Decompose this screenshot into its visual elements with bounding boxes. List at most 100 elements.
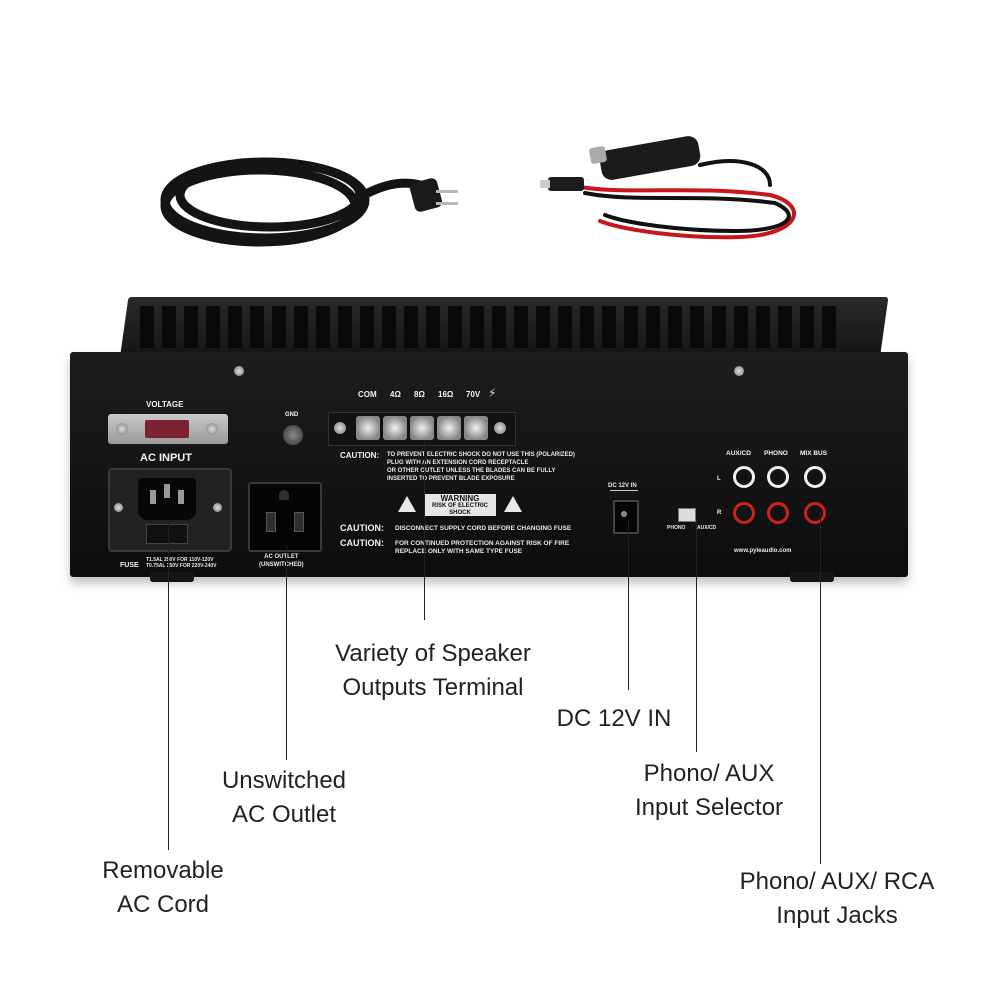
caution-label-2: CAUTION: — [340, 523, 384, 533]
ac-input-label: AC INPUT — [140, 452, 192, 464]
callout-dc-in: DC 12V IN — [556, 705, 672, 732]
ventilation-slots — [140, 306, 840, 348]
callout-line: Input Selector — [634, 794, 784, 821]
rca-jack-mixbus-left[interactable] — [804, 466, 826, 488]
caution-text-3: FOR CONTINUED PROTECTION AGAINST RISK OF… — [395, 540, 569, 556]
callout-input-jacks: Phono/ AUX/ RCA Input Jacks — [724, 865, 950, 933]
selector-phono-label: PHONO — [667, 525, 686, 531]
callout-input-selector: Phono/ AUX Input Selector — [616, 757, 802, 825]
rca-left-label: L — [717, 476, 721, 482]
socket-screw — [213, 503, 222, 512]
terminal-label-70v: 70V — [466, 390, 481, 399]
caution-text-2: DISCONNECT SUPPLY CORD BEFORE CHANGING F… — [395, 525, 572, 532]
callout-line: Input Jacks — [776, 902, 898, 929]
voltage-screw-left — [116, 423, 128, 435]
warning-triangle-icon — [398, 496, 416, 512]
rca-jack-center — [775, 474, 781, 480]
leader-line-speaker — [424, 440, 425, 620]
rca-jack-phono-right[interactable] — [767, 502, 789, 524]
caution-line: PLUG WITH AN EXTENSION CORD RECEPTACLE — [387, 460, 529, 466]
socket-pin — [164, 484, 170, 498]
panel-screw — [734, 366, 744, 376]
dc-polarity-symbol — [610, 490, 638, 491]
rca-jack-aux-right[interactable] — [733, 502, 755, 524]
callout-line: AC Outlet — [231, 801, 337, 828]
phono-aux-selector-switch[interactable] — [678, 508, 696, 522]
gnd-label: GND — [285, 412, 299, 418]
panel-screw — [234, 366, 244, 376]
terminal-label-com: COM — [358, 390, 377, 399]
leader-line-selector — [696, 520, 697, 752]
fuse-spec-line: T0.75AL 250V FOR 220V-240V — [146, 563, 217, 569]
dc-12v-jack[interactable] — [613, 500, 639, 534]
leader-line-ac-cord — [168, 520, 169, 850]
voltage-label: VOLTAGE — [146, 400, 184, 409]
terminal-label-4ohm: 4Ω — [390, 390, 401, 399]
selector-aux-label: AUX/CD — [697, 525, 717, 531]
speaker-terminal-8ohm[interactable] — [410, 416, 434, 440]
callout-line: Removable — [102, 857, 224, 884]
fuse-spec-line: T1.5AL 250V FOR 110V-120V — [146, 557, 214, 563]
rca-jack-center — [812, 510, 818, 516]
ground-terminal[interactable] — [283, 425, 303, 445]
rca-right-label: R — [717, 510, 722, 516]
rubber-foot-right — [790, 572, 834, 582]
callout-line: Phono/ AUX — [643, 760, 775, 787]
callout-speaker-outputs: Variety of Speaker Outputs Terminal — [326, 637, 540, 705]
rca-jack-mixbus-right[interactable] — [804, 502, 826, 524]
voltage-screw-right — [206, 423, 218, 435]
callout-line: Outputs Terminal — [342, 674, 524, 701]
socket-pin — [178, 490, 184, 504]
warning-line: RISK OF ELECTRIC SHOCK — [431, 503, 488, 516]
warning-label-box: WARNING RISK OF ELECTRIC SHOCK DO NOT OP… — [424, 494, 496, 523]
caution-text-1: TO PREVENT ELECTRIC SHOCK DO NOT USE THI… — [387, 451, 575, 483]
ac-outlet-label-line: AC OUTLET — [264, 554, 299, 560]
caution-line: REPLACE ONLY WITH SAME TYPE FUSE — [395, 548, 523, 555]
voltage-window — [145, 420, 189, 438]
callout-line: Variety of Speaker — [335, 640, 531, 667]
leader-line-dc — [628, 520, 629, 690]
ac-power-cord-image — [160, 157, 458, 247]
terminal-label-8ohm: 8Ω — [414, 390, 425, 399]
caution-line: OR OTHER OUTLET UNLESS THE BLADES CAN BE… — [387, 468, 556, 474]
rca-jack-phono-left[interactable] — [767, 466, 789, 488]
website-label: www.pyleaudio.com — [734, 548, 792, 554]
callout-removable-cord: Removable AC Cord — [88, 854, 238, 922]
rca-jack-center — [741, 510, 747, 516]
speaker-terminal-70v[interactable] — [464, 416, 488, 440]
rca-jack-center — [775, 510, 781, 516]
caution-line: FOR CONTINUED PROTECTION AGAINST RISK OF… — [395, 540, 570, 547]
socket-pin — [150, 490, 156, 504]
fuse-label: FUSE — [120, 562, 139, 569]
ac-outlet-label-line: (UNSWITCHED) — [259, 562, 304, 568]
car-power-cable-image — [540, 136, 796, 240]
warning-triangle-icon — [504, 496, 522, 512]
caution-line: INSERTED TO PREVENT BLADE EXPOSURE — [387, 476, 515, 482]
rca-jack-center — [812, 474, 818, 480]
rca-header-phono: PHONO — [764, 450, 788, 457]
callout-line: Phono/ AUX/ RCA — [739, 868, 935, 895]
speaker-terminal-4ohm[interactable] — [383, 416, 407, 440]
fuse-holder[interactable] — [146, 524, 188, 544]
rca-header-aux: AUX/CD — [726, 450, 751, 457]
leader-line-jacks — [820, 512, 821, 864]
ac-outlet-label: AC OUTLET (UNSWITCHED) — [259, 553, 304, 569]
caution-label-1: CAUTION: — [340, 451, 380, 460]
rubber-foot-left — [150, 572, 194, 582]
outlet-slot — [266, 512, 276, 532]
strip-screw — [334, 422, 346, 434]
rca-header-mixbus: MIX BUS — [800, 450, 828, 457]
lightning-icon: ⚡ — [488, 386, 497, 400]
terminal-label-16ohm: 16Ω — [438, 390, 454, 399]
callout-unswitched-outlet: Unswitched AC Outlet — [204, 764, 364, 832]
rca-jack-aux-left[interactable] — [733, 466, 755, 488]
caution-line: TO PREVENT ELECTRIC SHOCK DO NOT USE THI… — [387, 452, 575, 458]
speaker-terminal-16ohm[interactable] — [437, 416, 461, 440]
callout-line: Unswitched — [221, 767, 347, 794]
rca-jack-center — [741, 474, 747, 480]
speaker-terminal-com[interactable] — [356, 416, 380, 440]
outlet-slot — [294, 512, 304, 532]
dc-jack-pin — [621, 511, 627, 517]
warning-line: DO NOT OPEN — [438, 517, 481, 523]
socket-screw — [114, 503, 123, 512]
